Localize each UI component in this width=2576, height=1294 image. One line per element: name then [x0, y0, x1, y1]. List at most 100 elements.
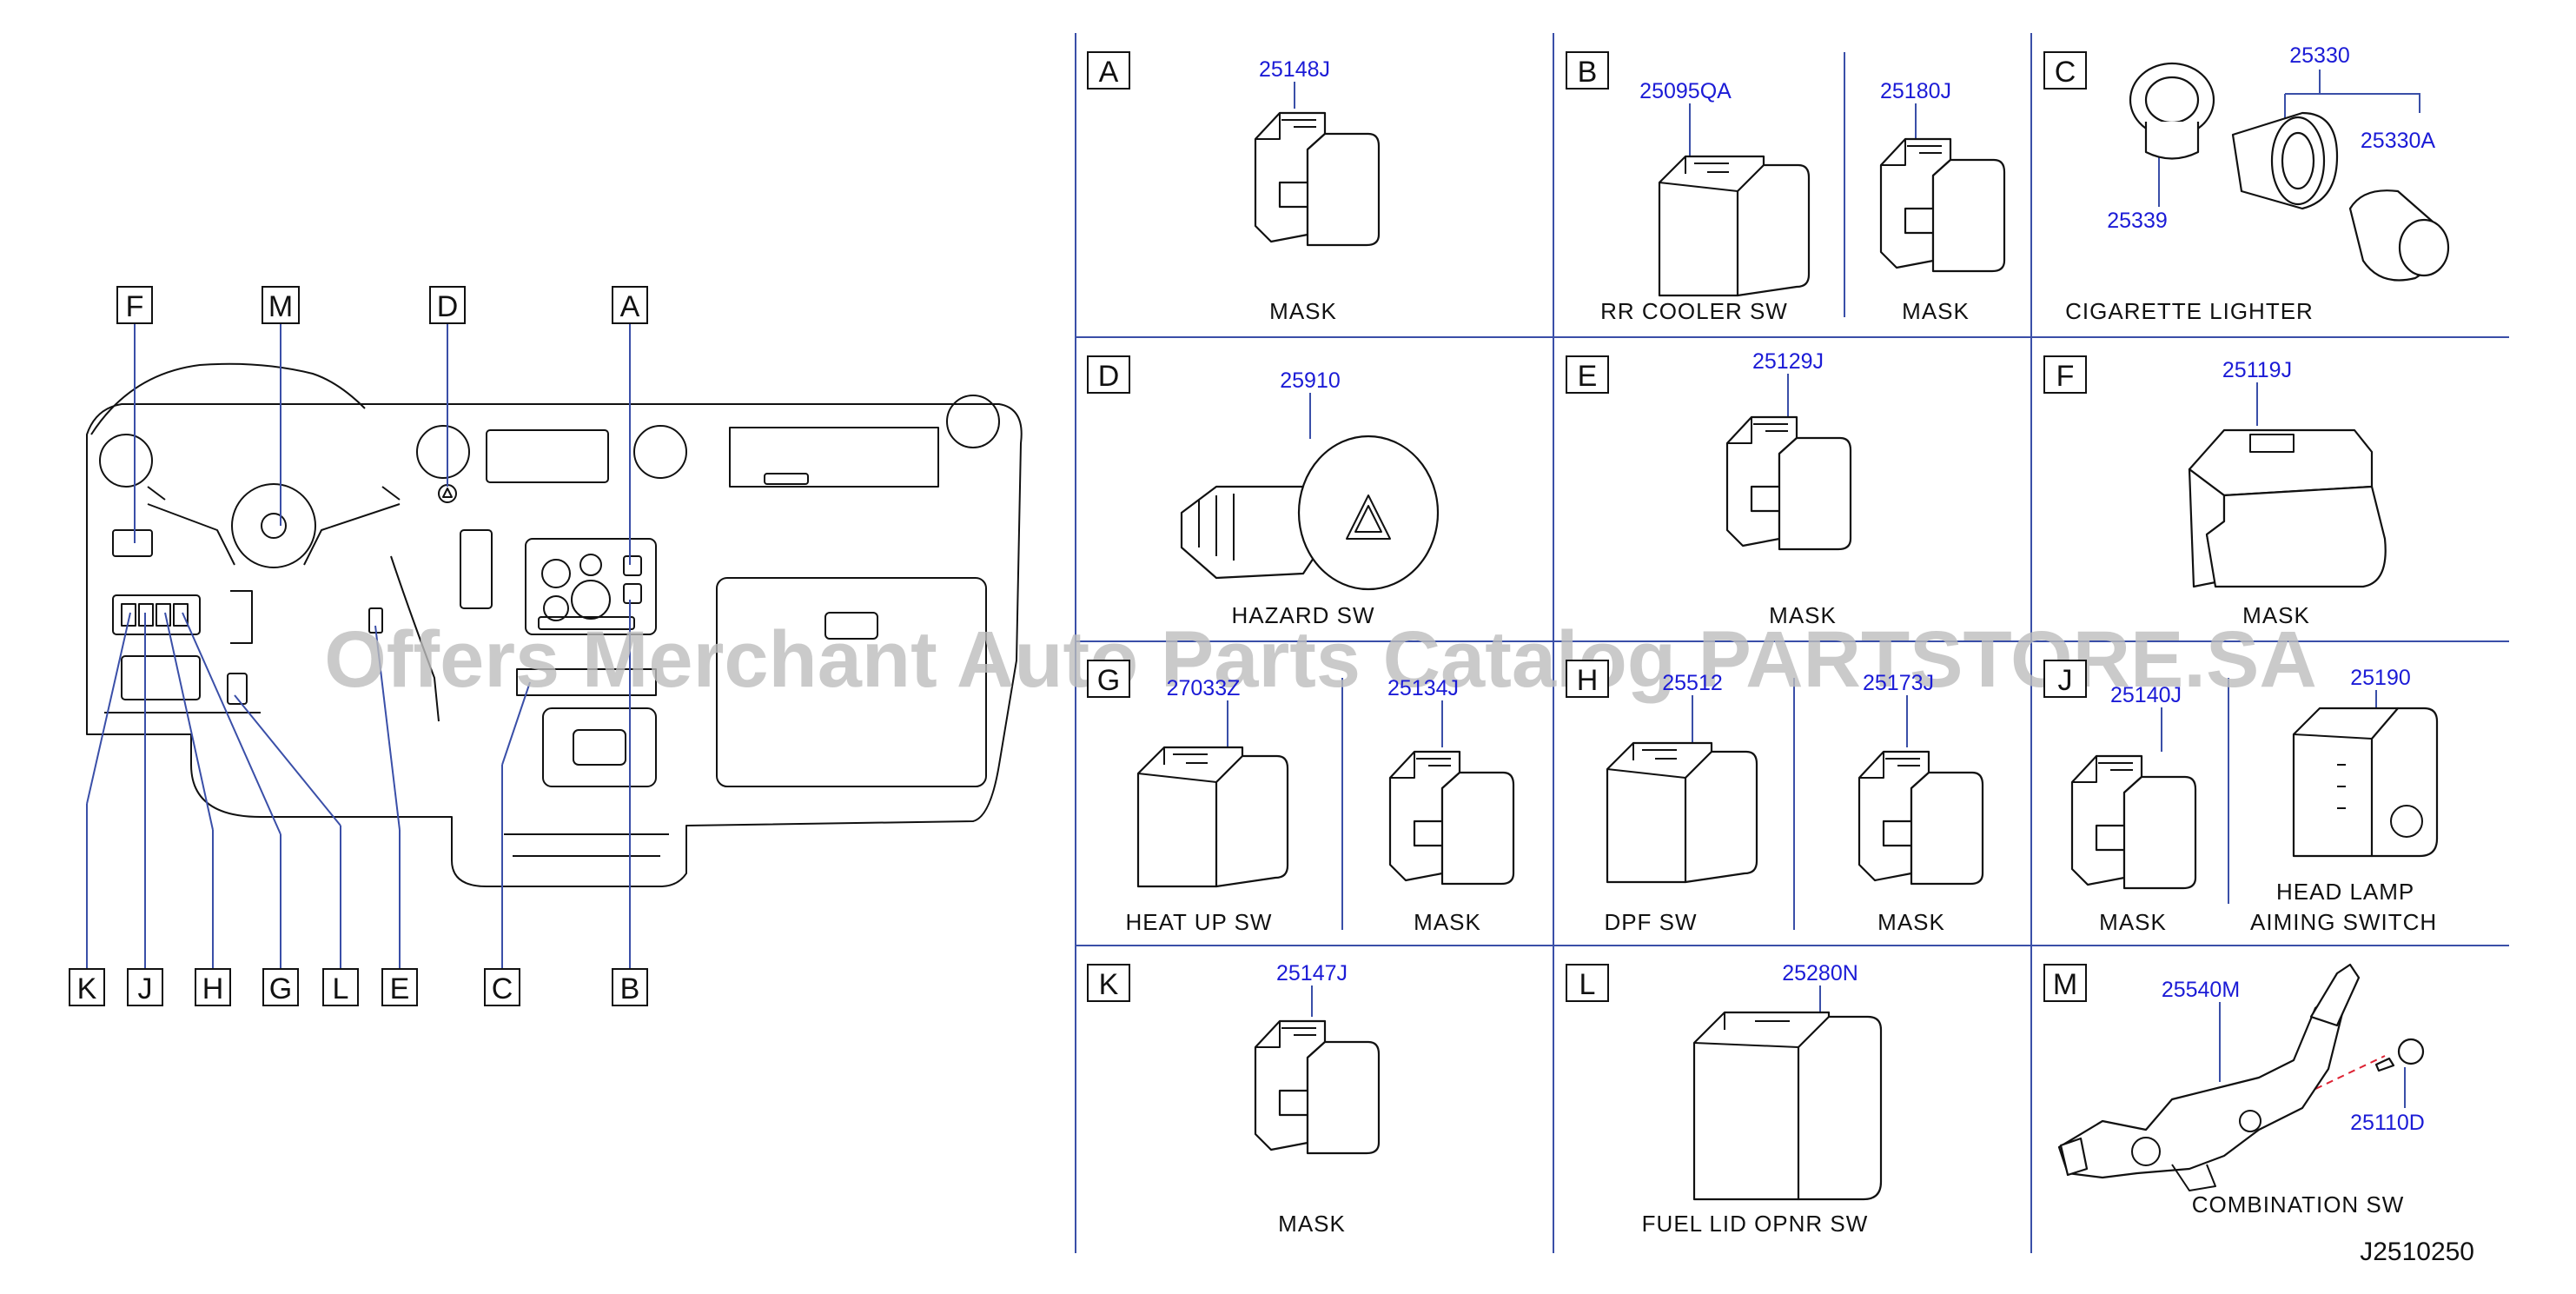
part-number-25190: 25190	[2350, 666, 2411, 690]
callout-leaders	[86, 323, 631, 969]
svg-text:J: J	[2058, 664, 2073, 697]
watermark: Offers Merchant Auto Parts Catalog PARTS…	[324, 615, 2317, 704]
svg-text:H: H	[202, 972, 224, 1005]
svg-text:M: M	[268, 290, 293, 323]
panel-C: C 25330 25330A 25339 CIGARETTE LIGHTER	[2043, 43, 2450, 324]
rr-cooler-switch-image	[1658, 155, 1811, 297]
svg-text:MASK: MASK	[1902, 298, 1970, 324]
part-number-25910: 25910	[1280, 368, 1341, 393]
svg-text:FUEL LID OPNR SW: FUEL LID OPNR SW	[1642, 1211, 1869, 1237]
part-number-25540M: 25540M	[2162, 978, 2240, 1002]
svg-text:D: D	[1098, 360, 1120, 393]
panel-F: F 25119J MASK	[2043, 355, 2387, 628]
svg-text:L: L	[333, 972, 349, 1005]
svg-text:MASK: MASK	[2099, 909, 2167, 935]
svg-text:L: L	[1579, 968, 1596, 1001]
part-number-25280N: 25280N	[1782, 961, 1858, 985]
svg-text:G: G	[269, 972, 292, 1005]
svg-text:E: E	[1578, 360, 1598, 393]
panel-K: K 25147J MASK	[1087, 961, 1381, 1237]
svg-text:MASK: MASK	[1877, 909, 1945, 935]
panel-D: D 25910 HAZARD SW	[1087, 355, 1440, 628]
svg-text:HEAD LAMP: HEAD LAMP	[2276, 879, 2414, 905]
callout-box-E: E	[381, 968, 418, 1006]
svg-text:B: B	[620, 972, 640, 1005]
panel-J: J 25140J MASK 25190 HEAD LAMP AIMING SWI…	[2043, 660, 2439, 935]
callout-box-J: J	[127, 968, 163, 1006]
hazard-switch-image	[1180, 435, 1440, 591]
callout-box-M: M	[262, 286, 300, 324]
svg-text:D: D	[437, 290, 459, 323]
panel-G: G 27033Z 25134J HEAT UP SW MASK	[1087, 660, 1515, 935]
callout-box-B: B	[612, 968, 648, 1006]
diagram-id: J2510250	[2360, 1238, 2474, 1266]
svg-text:G: G	[1097, 664, 1120, 697]
mask-part-image	[2188, 428, 2387, 588]
part-number-25140J: 25140J	[2110, 683, 2182, 707]
svg-text:RR COOLER SW: RR COOLER SW	[1600, 298, 1788, 324]
svg-text:F: F	[2056, 360, 2075, 393]
svg-text:A: A	[620, 290, 640, 323]
svg-text:MASK: MASK	[1414, 909, 1481, 935]
dashboard-overview	[86, 362, 1023, 887]
svg-text:B: B	[1578, 56, 1598, 89]
mask-part-image	[1879, 137, 2006, 273]
mask-part-image	[1858, 750, 1984, 886]
part-number-25129J: 25129J	[1752, 349, 1824, 374]
svg-text:C: C	[2055, 56, 2076, 89]
callout-box-H: H	[195, 968, 231, 1006]
svg-text:E: E	[390, 972, 410, 1005]
svg-text:F: F	[126, 290, 144, 323]
callout-box-C: C	[484, 968, 520, 1006]
panel-B: B 25095QA 25180J RR COOLER SW MASK	[1566, 51, 2006, 324]
mask-part-image	[2070, 754, 2197, 890]
svg-text:CIGARETTE LIGHTER: CIGARETTE LIGHTER	[2065, 298, 2314, 324]
svg-text:K: K	[1099, 968, 1119, 1001]
svg-text:DPF SW: DPF SW	[1604, 909, 1697, 935]
svg-text:MASK: MASK	[1769, 602, 1837, 628]
combination-switch-image	[2057, 963, 2425, 1191]
panel-H: H 25512 25173J DPF SW MASK	[1566, 660, 1984, 935]
svg-text:MASK: MASK	[1278, 1211, 1346, 1237]
mask-part-image	[1725, 415, 1852, 551]
panel-L: L 25280N FUEL LID OPNR SW	[1566, 961, 1883, 1237]
part-number-25330: 25330	[2289, 43, 2350, 68]
svg-text:HAZARD SW: HAZARD SW	[1232, 602, 1375, 628]
part-number-25148J: 25148J	[1259, 57, 1330, 82]
dpf-switch-image	[1606, 741, 1758, 884]
svg-text:C: C	[492, 972, 513, 1005]
svg-text:M: M	[2053, 968, 2077, 1001]
heat-up-switch-image	[1136, 746, 1289, 888]
panel-A: A 25148J MASK	[1087, 51, 1381, 324]
svg-text:J: J	[138, 972, 153, 1005]
callout-box-G: G	[262, 968, 299, 1006]
panel-E: E 25129J MASK	[1566, 349, 1852, 628]
part-number-25119J: 25119J	[2222, 358, 2292, 382]
fuel-lid-opener-switch-image	[1692, 1011, 1883, 1201]
part-number-25330A: 25330A	[2361, 129, 2436, 153]
part-number-25147J: 25147J	[1276, 961, 1348, 985]
svg-text:H: H	[1577, 664, 1599, 697]
part-number-25095QA: 25095QA	[1639, 79, 1732, 103]
svg-text:A: A	[1099, 56, 1119, 89]
mask-part-image	[1254, 111, 1381, 247]
head-lamp-aiming-switch-image	[2292, 707, 2439, 858]
part-number-25110D: 25110D	[2350, 1111, 2425, 1135]
svg-text:HEAT UP SW: HEAT UP SW	[1126, 909, 1273, 935]
part-number-25134J: 25134J	[1387, 676, 1459, 700]
callout-box-K: K	[69, 968, 105, 1006]
mask-part-image	[1254, 1019, 1381, 1155]
panel-M: M 25540M 25110D COMBINATION SW	[2043, 963, 2425, 1218]
svg-text:MASK: MASK	[2242, 602, 2310, 628]
part-number-25173J: 25173J	[1863, 671, 1934, 695]
callout-box-F: F	[116, 286, 153, 324]
callout-box-D: D	[429, 286, 466, 324]
callout-box-A: A	[612, 286, 648, 324]
part-number-27033Z: 27033Z	[1167, 676, 1241, 700]
svg-text:K: K	[77, 972, 97, 1005]
lighter-socket-image	[2129, 62, 2450, 282]
parts-grid-lines	[1075, 33, 2509, 1253]
callout-box-L: L	[322, 968, 359, 1006]
mask-part-image	[1388, 750, 1515, 886]
